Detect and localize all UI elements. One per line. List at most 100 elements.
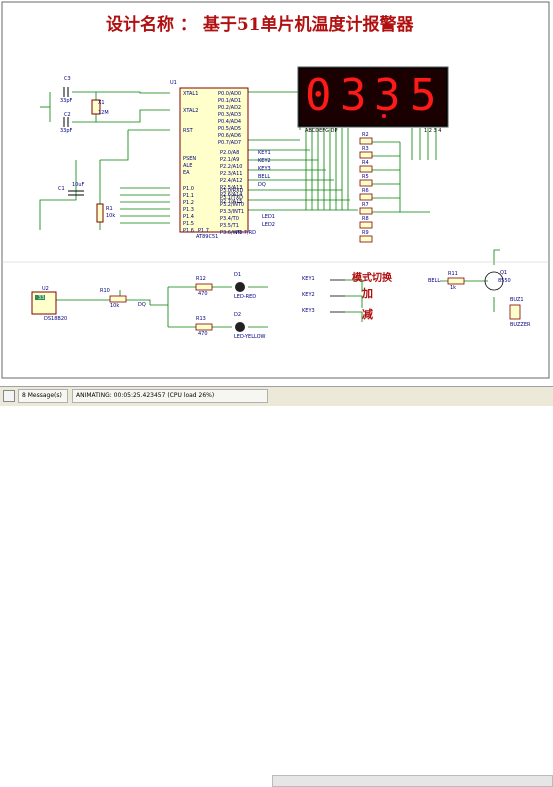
r3-label[interactable]: R3 (362, 146, 369, 152)
u1-pin-p30: P3.0/RXD (220, 188, 244, 194)
u1-pin-p12: P1.2 (183, 200, 194, 206)
display-segment-labels: ABCDEFG DP (305, 128, 338, 134)
u1-pin-p04: P0.4/AD4 (218, 119, 242, 125)
animation-status: ANIMATING: 00:05:25.423457 (CPU load 26%… (72, 389, 268, 403)
u1-pin-p14: P1.4 (183, 214, 194, 220)
r12-label[interactable]: R12 (196, 276, 206, 282)
u1-label[interactable]: U1 (170, 80, 177, 86)
mode-switch-label: 模式切换 (352, 273, 392, 284)
r13-value: 470 (198, 331, 208, 337)
r10-label[interactable]: R10 (100, 288, 110, 294)
u1-pin-p25: P2.5/A13 (220, 185, 243, 191)
u2-temp-readout: 33.5 (38, 295, 50, 301)
u1-pin-p35: P3.5/T1 (220, 223, 239, 229)
d2-value: LED-YELLOW (234, 334, 266, 340)
u1-pin-p31: P3.1/TXD (220, 195, 243, 201)
minus-label: 减 (362, 308, 373, 321)
r11-label[interactable]: R11 (448, 271, 458, 277)
display-digit-3: 3 (374, 70, 401, 121)
u1-pin-p26: P2.6/A14 (220, 192, 243, 198)
q1-value: 8550 (498, 278, 511, 284)
buz1-value: BUZZER (510, 322, 531, 328)
display-digit-2: 3 (340, 70, 367, 121)
r12-value: 470 (198, 291, 208, 297)
c2-label[interactable]: C2 (64, 112, 71, 118)
play-button[interactable] (3, 390, 15, 402)
c3-label[interactable]: C3 (64, 76, 71, 82)
q1-label[interactable]: Q1 (500, 270, 508, 276)
r7-label[interactable]: R7 (362, 202, 369, 208)
c1-label[interactable]: C1 (58, 186, 65, 192)
r2-label[interactable]: R2 (362, 132, 369, 138)
u1-pin-ea: EA (183, 170, 190, 176)
key2-label[interactable]: KEY2 (302, 292, 315, 298)
schematic-canvas[interactable]: 设计名称 ： 基于51单片机温度计报警器 0 3 3 5 ABCDEFG DP … (0, 0, 553, 386)
x1-label[interactable]: X1 (98, 100, 105, 106)
d1-value: LED-RED (234, 294, 257, 300)
u1-pin-p05: P0.5/AD5 (218, 126, 242, 132)
u1-pin-p24: P2.4/A12 (220, 178, 243, 184)
u1-part: AT89C51 (196, 234, 219, 240)
net-key3: KEY3 (258, 166, 271, 172)
schematic-sheet (1, 1, 550, 379)
u1-pin-p07: P0.7/AD7 (218, 140, 242, 146)
display-digit-4: 5 (410, 70, 437, 121)
r8-label[interactable]: R8 (362, 216, 369, 222)
r13-label[interactable]: R13 (196, 316, 206, 322)
c3-value: 33pF (60, 98, 73, 104)
r11-value: 1k (450, 285, 457, 291)
u1-pin-p17: P1.7 (198, 228, 209, 234)
plus-label: 加 (362, 287, 373, 300)
horizontal-scrollbar[interactable] (272, 775, 553, 787)
dq-net-label: DQ (138, 302, 146, 308)
u1-pin-xtal2: XTAL2 (183, 108, 199, 114)
message-count: 8 Message(s) (22, 392, 62, 399)
u1-pin-p06: P0.6/AD6 (218, 133, 242, 139)
net-led2: LED2 (262, 222, 275, 228)
u1-pin-psen: PSEN (183, 156, 197, 162)
key3-label[interactable]: KEY3 (302, 308, 315, 314)
r5-label[interactable]: R5 (362, 174, 369, 180)
display-digit-labels: 1 2 3 4 (424, 128, 442, 134)
net-key2: KEY2 (258, 158, 271, 164)
r6-label[interactable]: R6 (362, 188, 369, 194)
u2-part: DS18B20 (44, 316, 68, 322)
u1-pin-ale: ALE (183, 163, 193, 169)
d2-label[interactable]: D2 (234, 312, 242, 318)
key1-label[interactable]: KEY1 (302, 276, 315, 282)
u1-pin-p01: P0.1/AD1 (218, 98, 242, 104)
net-key1: KEY1 (258, 150, 271, 156)
u1-pin-p11: P1.1 (183, 193, 194, 199)
u1-pin-p33: P3.3/INT1 (220, 209, 245, 215)
u1-pin-p03: P0.3/AD3 (218, 112, 242, 118)
net-dq: DQ (258, 182, 266, 188)
display-digit-1: 0 (305, 70, 332, 121)
r1-label[interactable]: R1 (106, 206, 113, 212)
d1-label[interactable]: D1 (234, 272, 242, 278)
u1-pin-p27: P2.7/A15 (220, 199, 243, 205)
u1-pin-p15: P1.5 (183, 221, 194, 227)
r1-value: 10k (106, 213, 116, 219)
x1-value: 12M (98, 110, 109, 116)
u1-pin-p20: P2.0/A8 (220, 150, 240, 156)
u1-pin-p02: P0.2/AD2 (218, 105, 242, 111)
u1-pin-p00: P0.0/AD0 (218, 91, 242, 97)
u1-pin-p22: P2.2/A10 (220, 164, 243, 170)
r10-value: 10k (110, 303, 120, 309)
c2-value: 33pF (60, 128, 73, 134)
c1-value: 10uF (72, 182, 85, 188)
u1-pin-p21: P2.1/A9 (220, 157, 240, 163)
r9-label[interactable]: R9 (362, 230, 369, 236)
u1-pin-p23: P2.3/A11 (220, 171, 243, 177)
u1-pin-rst: RST (183, 128, 193, 134)
buz1-label[interactable]: BUZ1 (510, 297, 524, 303)
status-bar: 8 Message(s) ANIMATING: 00:05:25.423457 … (0, 386, 553, 787)
messages-panel[interactable]: 8 Message(s) (18, 389, 68, 403)
u2-label[interactable]: U2 (42, 286, 49, 292)
u1-pin-xtal1: XTAL1 (183, 91, 199, 97)
u1-pin-p13: P1.3 (183, 207, 194, 213)
r4-label[interactable]: R4 (362, 160, 369, 166)
u1-pin-p16: P1.6 (183, 228, 194, 234)
net-led1: LED1 (262, 214, 275, 220)
net-bell: BELL (258, 174, 271, 180)
